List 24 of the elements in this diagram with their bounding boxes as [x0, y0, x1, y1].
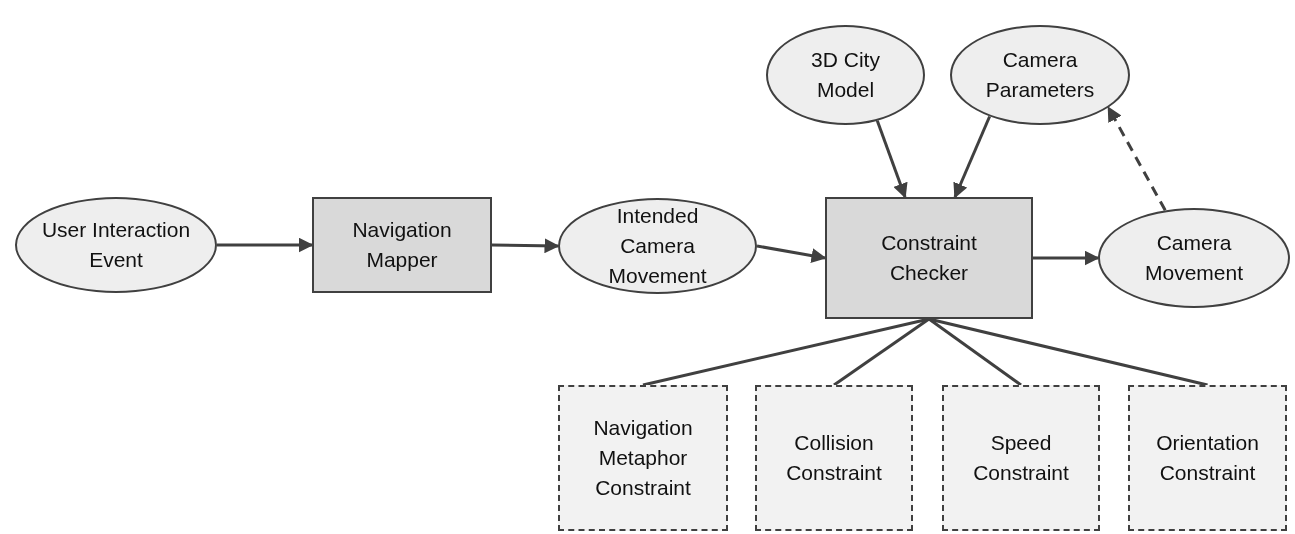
node-label: Speed Constraint — [972, 430, 1070, 486]
constraint-box — [755, 385, 913, 531]
constraint-box — [558, 385, 728, 531]
process-box — [312, 197, 492, 293]
node-label: User Interaction Event — [40, 217, 192, 273]
node-label: Intended Camera Movement — [607, 203, 708, 289]
process-box — [825, 197, 1033, 319]
arrow — [953, 115, 991, 199]
arrow — [875, 120, 908, 199]
node-label: 3D City Model — [810, 47, 881, 103]
constraint-box — [942, 385, 1100, 531]
node-label: Constraint Checker — [880, 230, 978, 286]
connector-line — [833, 317, 930, 387]
arrow — [217, 237, 314, 253]
node-label: Navigation Mapper — [351, 217, 453, 273]
arrow — [1033, 250, 1100, 266]
node-label: Orientation Constraint — [1155, 430, 1260, 486]
node-label: Navigation Metaphor Constraint — [592, 415, 694, 501]
constraint-box — [1128, 385, 1287, 531]
node-label: Camera Parameters — [984, 47, 1096, 103]
arrow — [491, 238, 560, 254]
arrow — [756, 244, 827, 264]
node-label: Camera Movement — [1143, 230, 1244, 286]
node-label: Collision Constraint — [785, 430, 883, 486]
